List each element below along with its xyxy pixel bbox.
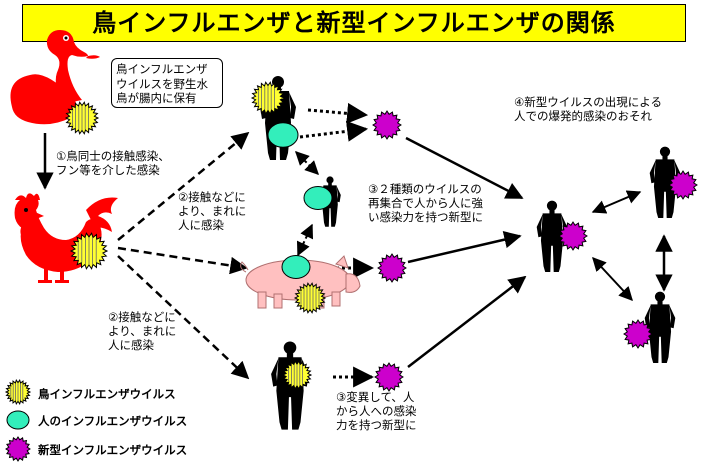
step3-reassort-label: ③２種類のウイルスの再集合で人から人に強い感染力を持つ新型に	[368, 182, 483, 224]
step4-label: ④新型ウイルスの出現による人での爆発的感染のおそれ	[514, 95, 662, 123]
page-title: 鳥インフルエンザと新型インフルエンザの関係	[22, 4, 686, 42]
legend-bird-flu-label: 鳥インフルエンザウイルス	[38, 387, 176, 401]
rooster-bird-flu-virus-icon	[69, 232, 109, 270]
duck-bird-flu-virus-icon	[64, 101, 100, 135]
wild-duck-icon	[10, 30, 100, 125]
step2-lower-label: ②接触などにより、まれに人に感染	[108, 310, 177, 352]
legend-new-flu-virus-icon	[5, 436, 31, 462]
person-bottom-right-icon	[644, 291, 676, 364]
legend-human-flu-virus-icon	[6, 410, 30, 430]
legend-human-flu-label: 人のインフルエンザウイルス	[38, 414, 188, 428]
rooster-icon	[14, 193, 118, 283]
virus-markers	[4, 81, 698, 462]
bottom-right-new-flu-virus-icon	[623, 319, 653, 349]
person-bird-flu-virus-icon	[250, 81, 286, 115]
upper-new-flu-virus-icon	[372, 110, 402, 140]
top-right-new-flu-virus-icon	[668, 170, 698, 200]
step1-label: ①鳥同士の接触感染、フン等を介した感染	[56, 149, 170, 177]
legend-new-flu-label: 新型インフルエンザウイルス	[38, 443, 188, 457]
small-person-human-flu-virus-icon	[303, 186, 333, 210]
pig-new-flu-virus-icon	[377, 253, 407, 283]
step3-mutate-label: ③変異して、人から人への感染力を持つ新型に	[336, 390, 417, 432]
pig-human-flu-virus-icon	[281, 255, 311, 279]
lower-person-bird-flu-virus-icon	[281, 359, 313, 391]
center-person-new-flu-virus-icon	[558, 221, 588, 251]
person-human-flu-virus-icon	[267, 122, 299, 148]
lower-new-flu-virus-icon	[374, 362, 404, 392]
step2-upper-label: ②接触などにより、まれに人に感染	[178, 190, 247, 232]
pig-bird-flu-virus-icon	[293, 282, 327, 314]
legend-bird-flu-virus-icon	[4, 378, 32, 406]
wild-bird-note: 鳥インフルエンザ ウイルスを野生水 鳥が腸内に保有	[111, 58, 223, 108]
